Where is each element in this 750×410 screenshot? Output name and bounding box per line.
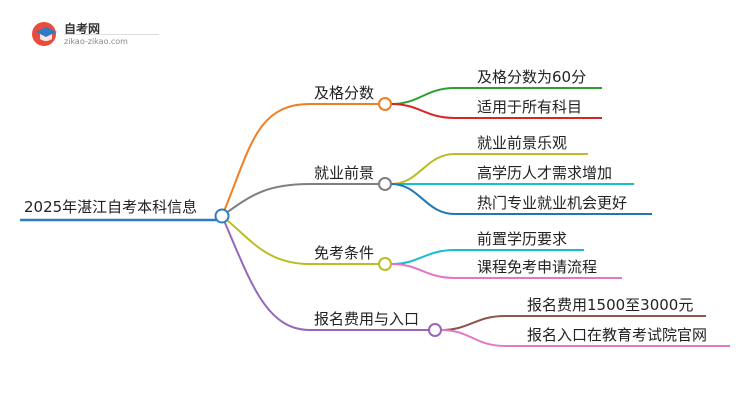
branch-connector-employment [221, 183, 384, 217]
leaf-label: 前置学历要求 [477, 230, 567, 248]
leaf-label: 适用于所有科目 [477, 98, 582, 116]
leaf-label: 就业前景乐观 [477, 134, 567, 152]
root-node-circle [214, 208, 230, 224]
leaf-connector [390, 183, 652, 215]
leaf-connector [390, 103, 602, 119]
branch-label-pass: 及格分数 [314, 84, 374, 102]
leaf-label: 报名入口在教育考试院官网 [527, 326, 707, 344]
leaf-label: 高学历人才需求增加 [477, 164, 612, 182]
branch-node-circle [378, 177, 392, 191]
branch-node-circle [378, 97, 392, 111]
leaf-connector [390, 87, 602, 105]
logo-divider [64, 34, 159, 35]
branch-node-circle [378, 257, 392, 271]
logo-title: 自考网 [64, 22, 101, 36]
branch-label-exemption: 免考条件 [314, 244, 374, 262]
leaf-label: 热门专业就业机会更好 [477, 194, 627, 212]
branch-label-fees: 报名费用与入口 [314, 310, 419, 328]
leaf-label: 报名费用1500至3000元 [527, 296, 693, 314]
leaf-connector [390, 263, 622, 279]
root-label: 2025年湛江自考本科信息 [24, 198, 197, 216]
branch-connector-pass [221, 103, 384, 217]
leaf-label: 及格分数为60分 [477, 68, 586, 86]
leaf-connector [390, 153, 588, 185]
branch-label-employment: 就业前景 [314, 164, 374, 182]
graduation-cap-icon [32, 22, 57, 46]
site-logo: 自考网 zikao-zikao.com [30, 18, 159, 50]
leaf-connector [440, 329, 730, 347]
leaf-connector [440, 315, 706, 331]
branch-node-circle [428, 323, 442, 337]
branch-connector-exemption [221, 215, 384, 265]
logo-subtitle: zikao-zikao.com [64, 37, 128, 46]
leaf-label: 课程免考申请流程 [477, 258, 597, 276]
branch-connector-fees [221, 215, 434, 331]
